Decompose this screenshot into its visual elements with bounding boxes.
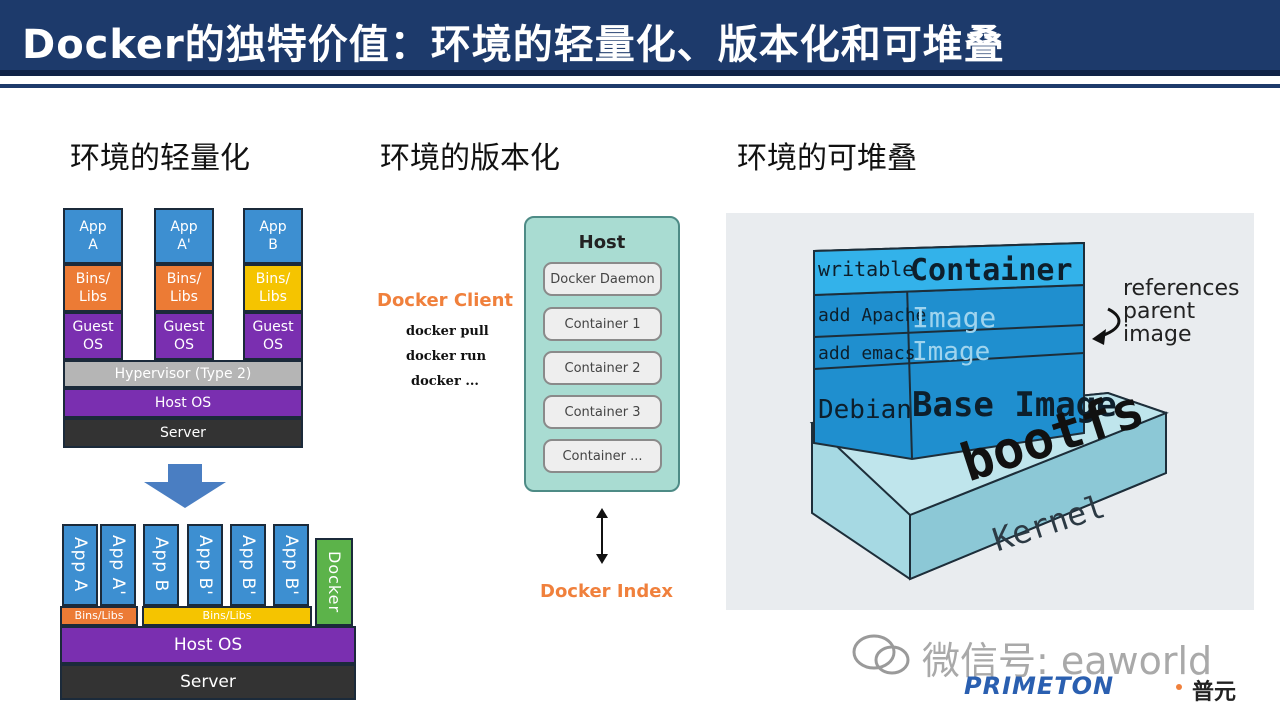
vm-guest-os-block: Guest OS bbox=[154, 312, 214, 360]
docker-engine-block: Docker bbox=[315, 538, 353, 626]
double-arrow-icon bbox=[596, 508, 608, 564]
docker-host-os-layer: Host OS bbox=[60, 626, 356, 664]
slide-header bbox=[0, 0, 1280, 76]
docker-command: docker ... bbox=[411, 374, 479, 389]
host-item: Container ... bbox=[543, 439, 662, 473]
host-item: Container 2 bbox=[543, 351, 662, 385]
primeton-logo: PRIMETON bbox=[964, 672, 1115, 700]
docker-server-layer: Server bbox=[60, 664, 356, 700]
docker-app-block: App A bbox=[62, 524, 98, 606]
section-title-versioning: 环境的版本化 bbox=[380, 141, 560, 176]
layer-right-label: Container bbox=[910, 253, 1073, 288]
header-rule bbox=[0, 84, 1280, 88]
docker-client-title: Docker Client bbox=[377, 290, 513, 311]
section-title-lightweight: 环境的轻量化 bbox=[70, 141, 250, 176]
vm-libs-block: Bins/ Libs bbox=[154, 264, 214, 312]
docker-libs-block: Bins/Libs bbox=[60, 606, 138, 626]
section-title-stacking: 环境的可堆叠 bbox=[737, 141, 917, 176]
layer-right-label: Base Image bbox=[912, 385, 1117, 425]
layer-right-label: Image bbox=[912, 301, 997, 334]
docker-app-block: App A' bbox=[100, 524, 136, 606]
layer-left-label: Debian bbox=[818, 395, 912, 425]
references-annotation: references parent image bbox=[1123, 276, 1240, 347]
slide-title: Docker的独特价值：环境的轻量化、版本化和可堆叠 bbox=[22, 22, 1005, 68]
server-layer: Server bbox=[63, 418, 303, 448]
docker-command: docker run bbox=[406, 349, 487, 364]
host-item: Container 3 bbox=[543, 395, 662, 429]
vm-libs-block: Bins/ Libs bbox=[243, 264, 303, 312]
vm-app-block: App A' bbox=[154, 208, 214, 264]
docker-libs-block: Bins/Libs bbox=[142, 606, 312, 626]
hypervisor-layer: Hypervisor (Type 2) bbox=[63, 360, 303, 388]
primeton-cn-logo: 普元 bbox=[1192, 680, 1237, 705]
layer-left-label: add emacs bbox=[818, 343, 916, 364]
docker-index-label: Docker Index bbox=[540, 581, 674, 602]
stack-diagram: writable Container add Apache Image add … bbox=[726, 213, 1254, 610]
wechat-icon bbox=[852, 634, 910, 675]
layer-right-label: Image bbox=[912, 337, 991, 367]
docker-app-block: App B' bbox=[230, 524, 266, 606]
vm-app-block: App A bbox=[63, 208, 123, 264]
layer-left-label: writable bbox=[818, 257, 915, 281]
host-item: Container 1 bbox=[543, 307, 662, 341]
layer-left-label: add Apache bbox=[818, 305, 927, 326]
vm-libs-block: Bins/ Libs bbox=[63, 264, 123, 312]
vm-guest-os-block: Guest OS bbox=[63, 312, 123, 360]
docker-command: docker pull bbox=[406, 324, 489, 339]
wechat-id: 微信号: eaworld bbox=[922, 639, 1213, 683]
host-item: Docker Daemon bbox=[543, 262, 662, 296]
host-os-layer: Host OS bbox=[63, 388, 303, 418]
host-title: Host bbox=[578, 232, 626, 253]
vm-guest-os-block: Guest OS bbox=[243, 312, 303, 360]
stack-layers-graphic bbox=[809, 241, 1169, 581]
down-arrow-icon bbox=[144, 464, 226, 508]
annotation-arrow-icon bbox=[1092, 329, 1106, 345]
vm-app-block: App B bbox=[243, 208, 303, 264]
docker-app-block: App B' bbox=[187, 524, 223, 606]
logo-dot bbox=[1176, 684, 1182, 690]
docker-app-block: App B' bbox=[273, 524, 309, 606]
docker-app-block: App B bbox=[143, 524, 179, 606]
